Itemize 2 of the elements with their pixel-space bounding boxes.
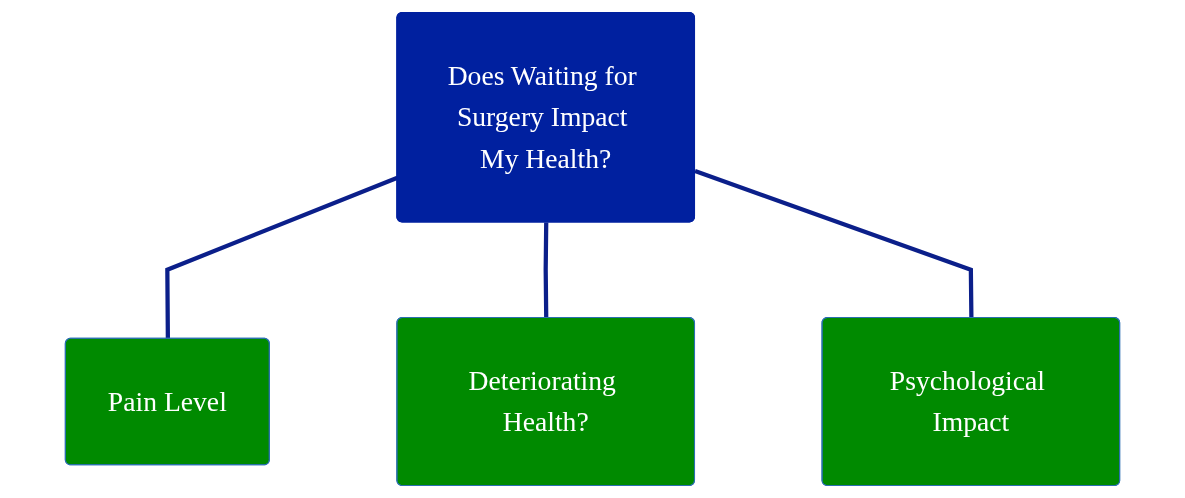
connector xyxy=(543,222,549,319)
connector xyxy=(694,169,974,319)
